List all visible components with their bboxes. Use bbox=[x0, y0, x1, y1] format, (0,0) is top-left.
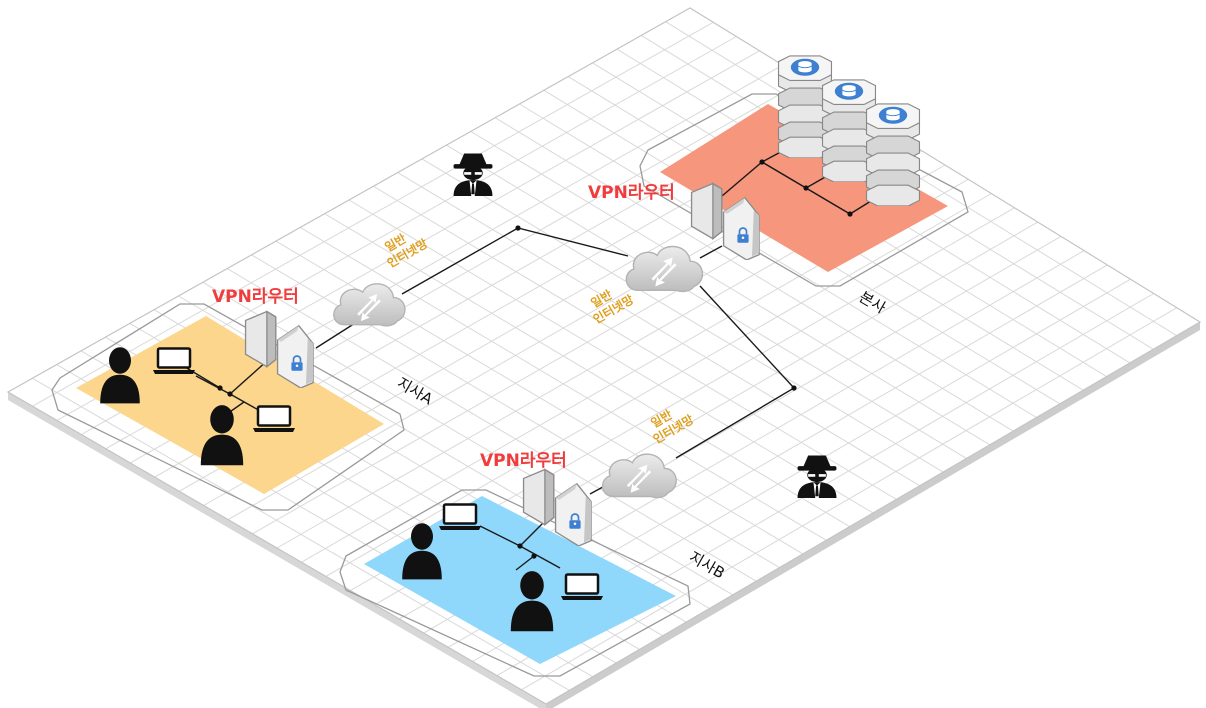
server-icon bbox=[865, 103, 921, 206]
branch-a-lan-3 bbox=[229, 393, 263, 413]
branch-b-lan-3 bbox=[515, 555, 535, 571]
link-internet-hq bbox=[699, 245, 723, 259]
laptop-icon bbox=[152, 347, 196, 376]
branch-b-boundary bbox=[339, 489, 691, 677]
hq-boundary bbox=[639, 93, 969, 287]
junction-dot bbox=[803, 185, 809, 191]
vpn-router-label-hq: VPN라우터 bbox=[588, 183, 675, 203]
junction-dot bbox=[531, 553, 537, 559]
junction-dot bbox=[847, 211, 853, 217]
junction-dots bbox=[217, 159, 853, 559]
laptop-icon bbox=[560, 573, 604, 602]
branch-b-lan-2 bbox=[519, 545, 561, 569]
junction-dot bbox=[517, 543, 523, 549]
laptop-icon bbox=[438, 503, 482, 532]
branch-a-zone bbox=[76, 316, 384, 494]
site-boundaries bbox=[51, 93, 969, 677]
junction-dot bbox=[791, 385, 797, 391]
junction-dot bbox=[227, 391, 233, 397]
vpn-router-label-branch-b: VPN라우터 bbox=[480, 451, 567, 471]
junction-dot bbox=[217, 385, 223, 391]
junction-dot bbox=[515, 225, 521, 231]
vpn-router-label-branch-a: VPN라우터 bbox=[212, 287, 299, 307]
branch-a-boundary bbox=[51, 303, 405, 511]
laptop-icon bbox=[252, 405, 296, 434]
branch-b-zone bbox=[364, 496, 676, 664]
junction-dot bbox=[759, 159, 765, 165]
